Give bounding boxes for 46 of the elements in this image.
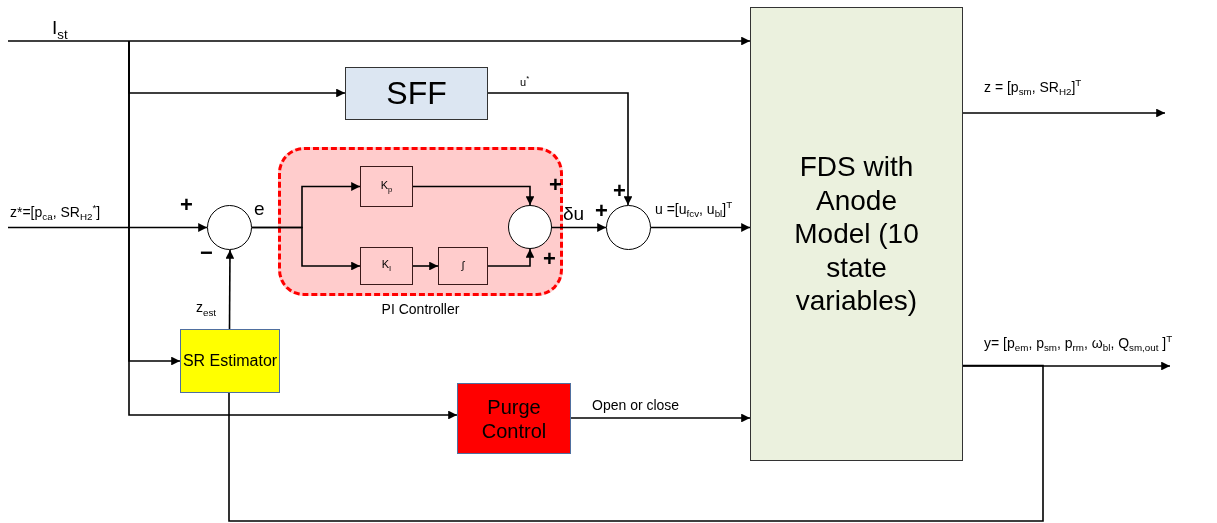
block-label: SR Estimator [182, 351, 278, 371]
signal-arrow [962, 361, 1171, 371]
signal-arrow [551, 223, 607, 232]
signal-label: z$_{est}$ [196, 300, 217, 318]
signal-arrow [412, 261, 439, 271]
feedback-line [228, 364, 1044, 522]
gain-block [438, 247, 488, 285]
signal-label: y= [p$_{em}$, p$_{sm}$, p$_{rm}$, ω$_{bl}$, Q$_{sm,out}$ ]$^{T}$ [984, 334, 1173, 354]
signal-label: Open or close [592, 398, 680, 412]
signal-arrow [225, 249, 235, 330]
signal-label: e [254, 199, 265, 218]
block-label: FDS with Anode Model (10 state variables) [793, 150, 920, 318]
signal-label: δu [563, 204, 585, 223]
sign-label: + [549, 174, 562, 196]
signal-arrow [128, 40, 458, 420]
gain-block [360, 166, 413, 207]
signal-arrow [412, 185, 535, 206]
signal-arrow [570, 413, 751, 423]
group-title: PI Controller [380, 301, 461, 318]
feedforward-block [345, 67, 488, 120]
sign-label: + [613, 180, 626, 202]
sign-label: + [180, 194, 193, 216]
block-label: K$_{p}$ [380, 178, 393, 195]
signal-arrow [487, 248, 535, 267]
signal-arrow [487, 92, 633, 206]
purge-control-block [457, 383, 571, 454]
block-label: Purge Control [480, 394, 548, 443]
signal-arrow [251, 226, 361, 271]
sign-label: + [543, 248, 556, 270]
block-label: K$_{I}$ [381, 258, 392, 274]
signal-arrow [962, 108, 1166, 118]
sign-label: + [595, 200, 608, 222]
block-label: SFF [386, 74, 447, 113]
signal-arrow [650, 223, 751, 232]
signal-label: I$_{st}$ [52, 18, 68, 42]
estimator-block [180, 329, 280, 393]
signal-arrow [7, 223, 208, 232]
plant-model-block [750, 7, 963, 461]
gain-block [360, 247, 413, 285]
signal-label: z*=[p$_{ca}$, SR$_{H2}$$^{*}$] [10, 203, 101, 223]
sign-label: − [200, 242, 213, 264]
block-label: ∫ [461, 259, 465, 273]
signal-arrow [7, 36, 751, 46]
signal-label: u =[u$_{fcv}$, u$_{bl}$]$^{T}$ [655, 200, 733, 220]
signal-label: u$^{*}$ [520, 75, 530, 88]
signal-label: z = [p$_{sm}$, SR$_{H2}$]$^{T}$ [984, 78, 1082, 98]
